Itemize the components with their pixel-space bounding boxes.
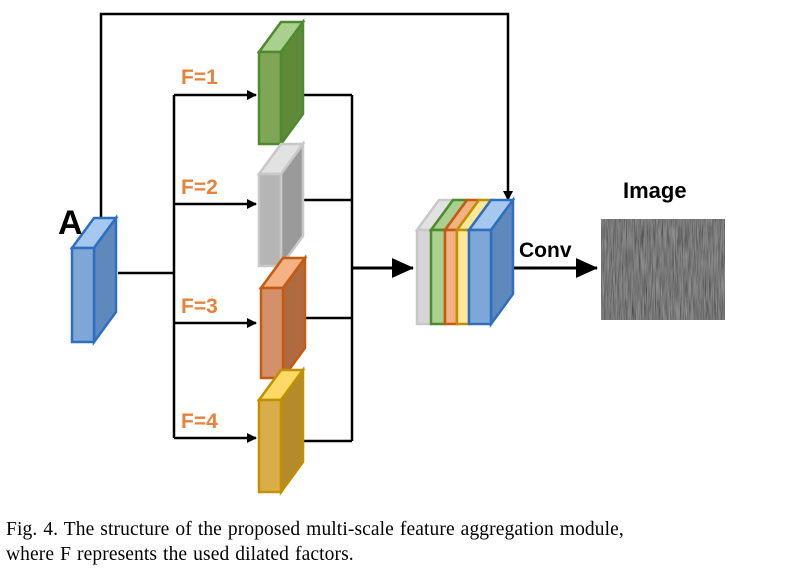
caption-line-2: where F represents the used dilated fact… <box>6 544 354 565</box>
skip-connection <box>99 12 513 220</box>
branch-block-gray <box>256 140 306 270</box>
stack-layer-yellow <box>454 198 494 326</box>
concatenated-feature-stack <box>414 196 516 328</box>
input-feature-block <box>69 214 119 346</box>
stack-layer-blue <box>466 196 516 328</box>
input-label: A <box>58 204 83 242</box>
branch-label-4: F=4 <box>181 410 218 433</box>
branch-block-orange <box>258 254 308 382</box>
connection-lines <box>99 12 598 443</box>
branch-label-3: F=3 <box>181 295 218 318</box>
branch-block-green <box>256 18 306 148</box>
conv-label: Conv <box>519 239 572 262</box>
branch-label-1: F=1 <box>181 66 218 89</box>
figure-caption: Fig. 4. The structure of the proposed mu… <box>6 517 786 567</box>
input-front <box>70 246 96 344</box>
aggregation-diagram: A F=1 F=2 F=3 F=4 Conv Image <box>58 12 725 496</box>
branch-block-yellow <box>256 366 306 496</box>
output-label: Image <box>623 178 687 203</box>
branch-label-2: F=2 <box>181 176 218 199</box>
output-image <box>601 219 725 320</box>
caption-line-1: Fig. 4. The structure of the proposed mu… <box>6 519 624 540</box>
